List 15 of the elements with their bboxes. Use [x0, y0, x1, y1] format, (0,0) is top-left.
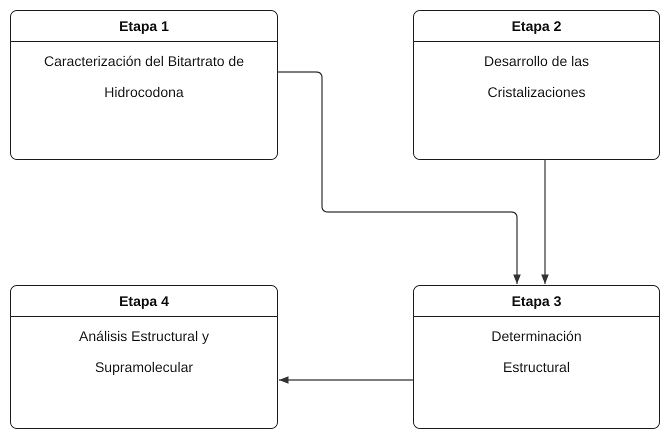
- stage-title: Etapa 2: [414, 11, 659, 42]
- stage-description: Desarrollo de las Cristalizaciones: [482, 52, 590, 102]
- stage-description: Caracterización del Bitartrato de Hidrocodona: [44, 52, 244, 102]
- arrow: [279, 376, 413, 384]
- arrow: [541, 160, 549, 284]
- stage-box: [413, 285, 660, 429]
- stage-box: [10, 285, 278, 429]
- stage-box: [413, 10, 660, 160]
- stage-title: Etapa 3: [414, 286, 659, 317]
- arrow: [278, 71, 521, 284]
- stage-description: Determinación Estructural: [490, 327, 583, 377]
- stage-title: Etapa 1: [11, 11, 277, 42]
- stage-box: [10, 10, 278, 160]
- stage-title: Etapa 4: [11, 286, 277, 317]
- stage-description: Análisis Estructural y Supramolecular: [78, 327, 210, 377]
